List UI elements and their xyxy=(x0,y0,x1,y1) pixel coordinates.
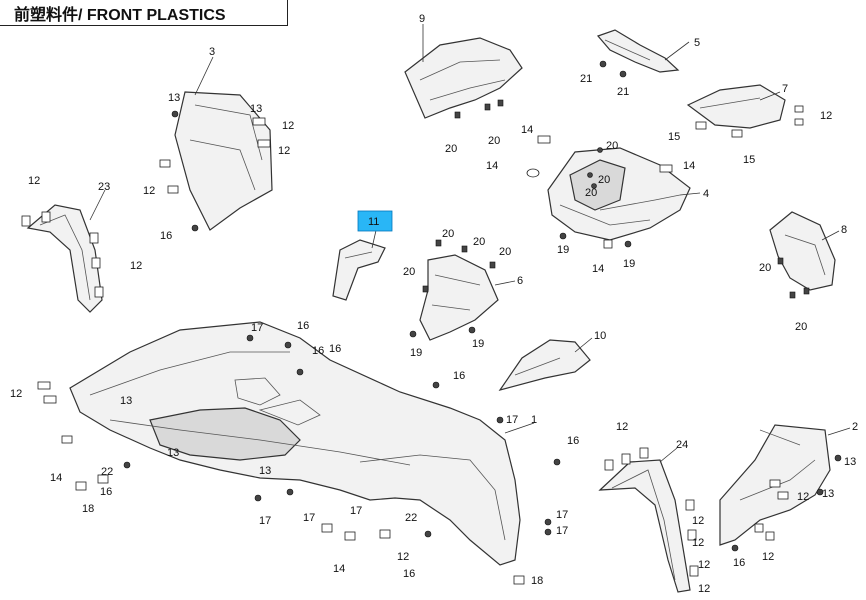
leader-lines xyxy=(89,24,851,463)
callout-12-e: 12 xyxy=(28,175,40,187)
callout-19-d: 19 xyxy=(472,338,484,350)
callout-12-c: 12 xyxy=(278,145,290,157)
callout-20-j: 20 xyxy=(499,246,511,258)
callout-14-a: 14 xyxy=(521,124,533,136)
part-11-highlight xyxy=(357,210,393,232)
callout-12-a: 12 xyxy=(820,110,832,122)
callout-12-f: 12 xyxy=(130,260,142,272)
part-3-panel xyxy=(159,91,273,232)
callout-20-c: 20 xyxy=(606,140,618,152)
callout-12-m: 12 xyxy=(698,583,710,595)
callout-12-h: 12 xyxy=(397,551,409,563)
callout-13-b: 13 xyxy=(250,103,262,115)
part-6-bracket xyxy=(409,239,499,341)
callout-labels: 9 5 3 7 4 8 11 6 10 1 2 23 24 20 20 21 2… xyxy=(10,13,858,595)
callout-12-d: 12 xyxy=(143,185,155,197)
callout-16-g: 16 xyxy=(403,568,415,580)
callout-16-h: 16 xyxy=(567,435,579,447)
callout-20-a: 20 xyxy=(445,143,457,155)
callout-20-k: 20 xyxy=(403,266,415,278)
callout-13-e: 13 xyxy=(259,465,271,477)
part-7-cover xyxy=(686,84,804,138)
callout-14-e: 14 xyxy=(50,472,62,484)
callout-15-a: 15 xyxy=(668,131,680,143)
callout-24: 24 xyxy=(676,439,688,451)
callout-16-d: 16 xyxy=(329,343,341,355)
callout-9: 9 xyxy=(419,13,425,25)
callout-21-b: 21 xyxy=(617,86,629,98)
part-1-front-body xyxy=(37,321,561,585)
part-10-visor xyxy=(498,339,591,391)
callout-11: 11 xyxy=(368,216,379,228)
callout-19-c: 19 xyxy=(410,347,422,359)
part-23-arch xyxy=(21,204,104,313)
callout-14-f: 14 xyxy=(333,563,345,575)
callout-22-b: 22 xyxy=(405,512,417,524)
callout-2: 2 xyxy=(852,421,858,433)
callout-17-a: 17 xyxy=(251,322,263,334)
callout-12-b: 12 xyxy=(282,120,294,132)
callout-23: 23 xyxy=(98,181,110,193)
callout-17-b: 17 xyxy=(506,414,518,426)
callout-17-d: 17 xyxy=(303,512,315,524)
callout-15-b: 15 xyxy=(743,154,755,166)
part-2-side-panel xyxy=(719,424,842,552)
callout-20-e: 20 xyxy=(585,187,597,199)
callout-12-i: 12 xyxy=(616,421,628,433)
callout-3: 3 xyxy=(209,46,215,58)
callout-5: 5 xyxy=(694,37,700,49)
callout-12-k: 12 xyxy=(692,537,704,549)
callout-16-i: 16 xyxy=(733,557,745,569)
callout-16-a: 16 xyxy=(160,230,172,242)
callout-16-e: 16 xyxy=(453,370,465,382)
callout-8: 8 xyxy=(841,224,847,236)
callout-14-d: 14 xyxy=(592,263,604,275)
callout-14-b: 14 xyxy=(486,160,498,172)
callout-12-g: 12 xyxy=(10,388,22,400)
part-8-side-panel xyxy=(769,211,836,299)
callout-7: 7 xyxy=(782,83,788,95)
callout-18-a: 18 xyxy=(82,503,94,515)
callout-17-f: 17 xyxy=(556,509,568,521)
callout-1: 1 xyxy=(531,414,537,426)
callout-18-b: 18 xyxy=(531,575,543,587)
part-9-shroud xyxy=(404,37,523,119)
callout-20-d: 20 xyxy=(598,174,610,186)
callout-13-g: 13 xyxy=(822,488,834,500)
callout-22-a: 22 xyxy=(101,466,113,478)
part-11-panel xyxy=(332,239,386,301)
part-5-bracket xyxy=(596,29,680,78)
callout-12-l: 12 xyxy=(698,559,710,571)
callout-20-h: 20 xyxy=(442,228,454,240)
callout-12-n: 12 xyxy=(797,491,809,503)
part-24-arch xyxy=(598,447,699,593)
callout-12-o: 12 xyxy=(762,551,774,563)
callout-19-b: 19 xyxy=(623,258,635,270)
part-4-dashboard xyxy=(526,135,691,249)
callout-14-c: 14 xyxy=(683,160,695,172)
callout-20-b: 20 xyxy=(488,135,500,147)
callout-13-d: 13 xyxy=(167,447,179,459)
callout-17-g: 17 xyxy=(556,525,568,537)
callout-16-c: 16 xyxy=(312,345,324,357)
callout-20-g: 20 xyxy=(795,321,807,333)
callout-21-a: 21 xyxy=(580,73,592,85)
callout-13-f: 13 xyxy=(844,456,856,468)
callout-13-a: 13 xyxy=(168,92,180,104)
callout-20-f: 20 xyxy=(759,262,771,274)
callout-10: 10 xyxy=(594,330,606,342)
callout-6: 6 xyxy=(517,275,523,287)
callout-17-c: 17 xyxy=(259,515,271,527)
page-title: 前塑料件/ FRONT PLASTICS xyxy=(0,0,288,26)
callout-16-f: 16 xyxy=(100,486,112,498)
callout-12-j: 12 xyxy=(692,515,704,527)
callout-20-i: 20 xyxy=(473,236,485,248)
callout-4: 4 xyxy=(703,188,709,200)
callout-16-b: 16 xyxy=(297,320,309,332)
callout-19-a: 19 xyxy=(557,244,569,256)
callout-17-e: 17 xyxy=(350,505,362,517)
callout-13-c: 13 xyxy=(120,395,132,407)
